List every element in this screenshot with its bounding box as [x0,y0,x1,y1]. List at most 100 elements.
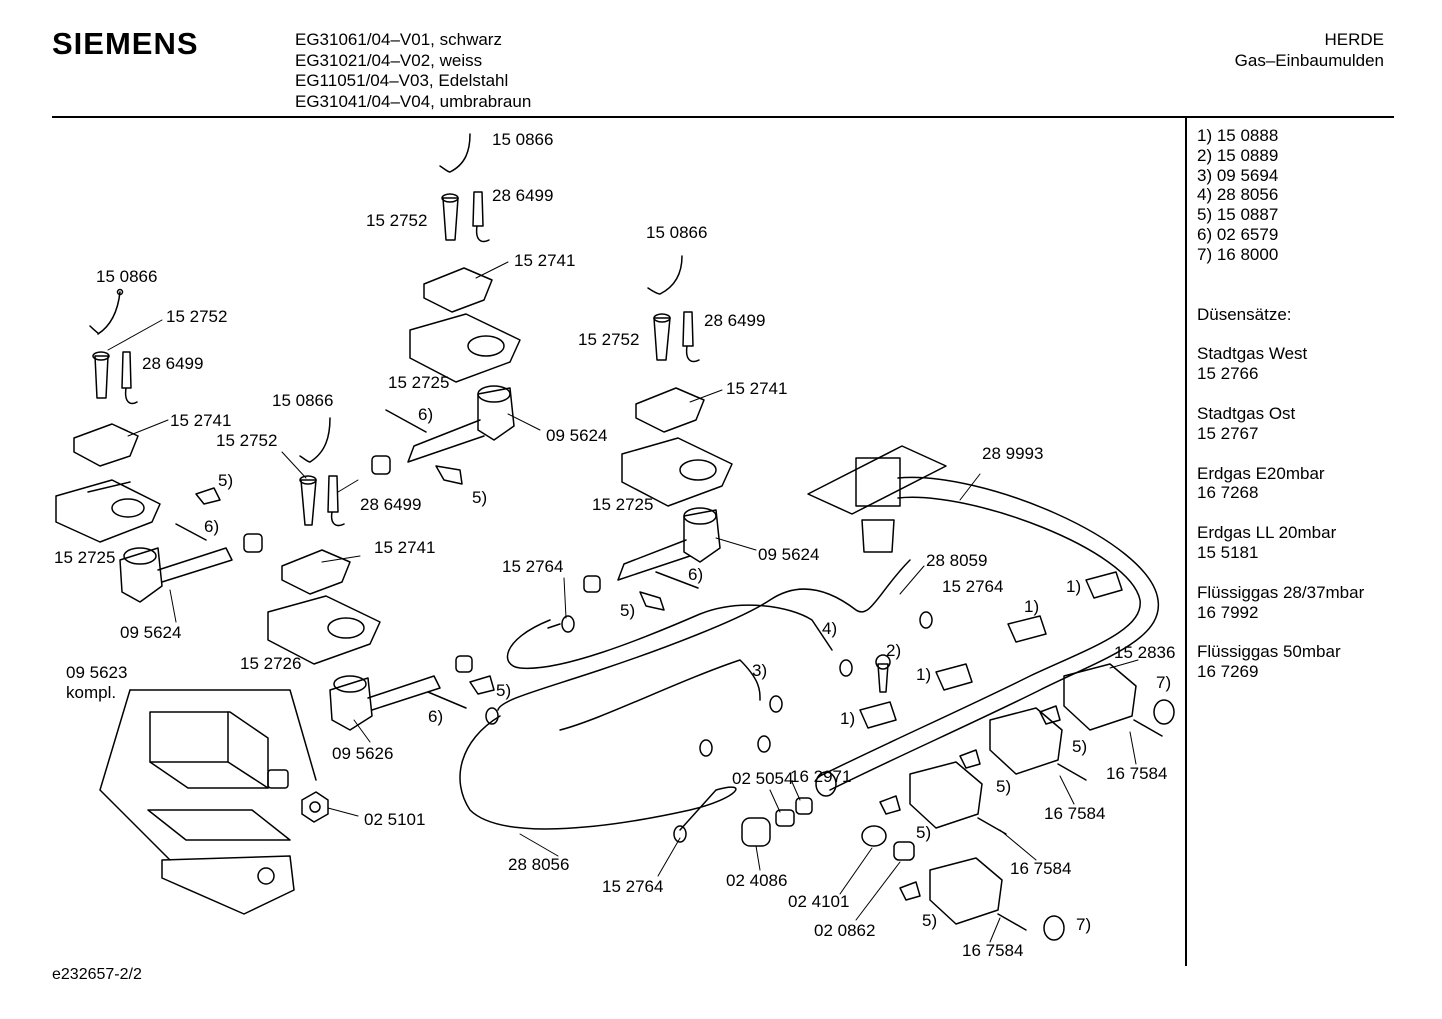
model-line: EG11051/04–V03, Edelstahl [295,71,509,90]
part-label: 5) [922,911,937,930]
bracket [635,387,705,433]
electrode-head [441,193,459,203]
valve-spindle [1133,719,1163,737]
part-label: 7) [1156,673,1171,692]
part-label: 16 2971 [790,767,851,786]
electrode-head [92,351,110,361]
o-ring [561,615,575,633]
part-label: 16 7584 [1010,859,1071,878]
part-label: 28 6499 [704,311,765,330]
screw-head [875,654,891,670]
pipe-bracket [807,445,947,515]
sealing-ring [1043,915,1065,941]
part-label: 5) [1072,737,1087,756]
clip-1 [935,663,973,691]
sidebar-divider [1185,118,1187,966]
part-label: 28 6499 [142,354,203,373]
igniter-electrode [442,197,459,241]
nut [243,533,263,553]
part-label: 15 2741 [374,538,435,557]
nozzle-set-part: 16 7268 [1197,483,1259,503]
sealing-ring [1153,699,1175,725]
burner-group-center-left [267,417,495,731]
valve-tube [617,539,691,581]
part-label: 7) [1076,915,1091,934]
part-label: 6) [428,707,443,726]
mounting-plate [55,479,161,543]
model-line: EG31041/04–V04, umbrabraun [295,91,532,111]
nozzle-title: Düsensätze: [1197,304,1292,324]
ignition-module [99,689,329,915]
valve-spindle [1057,763,1087,781]
part-label: 15 2836 [1114,643,1175,662]
box-edge [227,711,269,789]
plate-opening [327,617,365,639]
legend-item: 3) 09 5694 [1197,165,1279,185]
category-title: HERDE [1324,30,1384,49]
part-label: 15 2741 [170,411,231,430]
part-label: 15 2752 [366,211,427,230]
legend-item: 7) 16 8000 [1197,244,1279,264]
fittings [741,654,915,861]
category-subtitle: Gas–Einbaumulden [1234,50,1384,70]
kit-outline [99,689,171,861]
valve-spindle [997,913,1027,931]
burner-group-center [583,255,733,611]
part-label: 5) [620,601,635,620]
gas-valve [909,761,983,829]
screw [427,691,467,709]
thermocouple [472,191,490,243]
model-line: EG31061/04–V01, schwarz [295,30,502,49]
nozzle-set-name: Flüssiggas 50mbar [1197,642,1341,662]
header-divider [52,116,1394,118]
part-label: 2) [886,641,901,660]
mounting-bracket [161,855,295,915]
fitting-024101 [861,825,887,847]
leader-lines [107,261,1139,943]
fitting-024086 [741,817,771,847]
part-label: 15 2741 [514,251,575,270]
part-label: 15 2725 [592,495,653,514]
part-label: 15 0866 [646,223,707,242]
tube-3 [559,659,761,731]
part-label: 15 2725 [388,373,449,392]
thermocouple [682,311,700,363]
part-label: 09 5626 [332,744,393,763]
igniter-electrode [653,317,671,361]
parts-legend: 1) 15 0888 2) 15 0889 3) 09 5694 4) 28 8… [1197,126,1364,682]
part-label: 16 7584 [962,941,1023,960]
valve-port [683,507,717,525]
legend-item: 2) 15 0889 [1197,145,1279,165]
tube-end [547,623,561,629]
clip-5 [899,881,921,901]
mounting-plate [621,437,733,507]
pipe-end [815,771,837,797]
pipe-outer [829,476,1159,791]
siemens-logo: SIEMENS [52,26,199,61]
part-label: 5) [496,681,511,700]
nozzle-set-part: 16 7992 [1197,602,1259,622]
thermocouple [327,475,345,527]
nozzle-set-name: Erdgas LL 20mbar [1197,523,1337,543]
wire-clip [647,255,683,295]
valve-tube [157,547,233,583]
main-gas-pipe [807,445,1159,797]
valve-body [477,387,515,441]
igniter-electrode [300,479,317,526]
part-label: 16 7584 [1106,764,1167,783]
gas-valve [989,707,1063,775]
insulation-sheet [147,809,291,841]
bracket-hole [257,867,275,885]
clip [639,591,665,611]
valve-body [329,677,373,731]
gas-valve [929,857,1003,925]
o-ring [485,707,499,725]
nut [455,655,473,673]
part-label: 28 6499 [492,186,553,205]
screw [655,571,699,589]
model-list: EG31061/04–V01, schwarz EG31021/04–V02, … [295,30,531,112]
mounting-plate [409,313,521,383]
bracket [281,549,351,595]
electrode-head [653,313,671,323]
model-line: EG31021/04–V02, weiss [295,50,483,70]
